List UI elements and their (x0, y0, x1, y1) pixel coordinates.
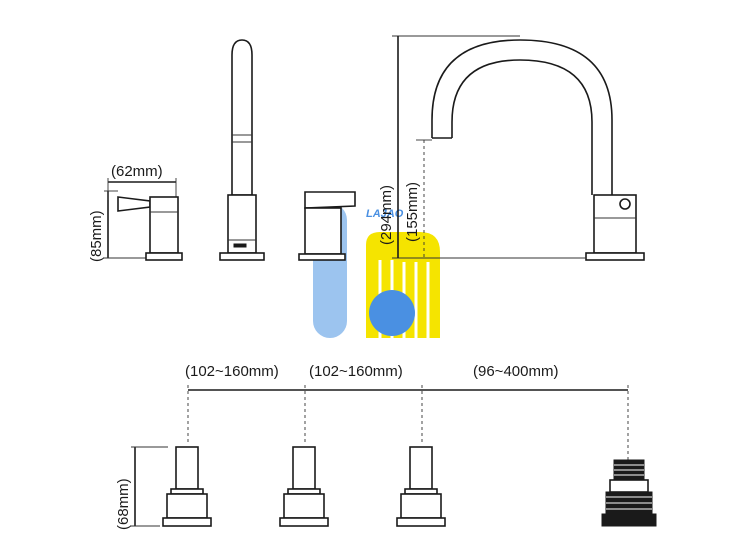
valve-body-3 (396, 446, 446, 527)
front-lever (304, 191, 356, 209)
spout-button-icon (619, 198, 631, 210)
spacing-2-label: (102~160mm) (309, 363, 403, 380)
gooseneck-spout-view: (294mm) (155mm) (378, 35, 645, 261)
valve-body-1 (162, 446, 212, 527)
watermark-blue-circle (369, 290, 415, 336)
handle-width-label: (62mm) (111, 163, 163, 180)
body-height-label: (68mm) (115, 478, 132, 530)
threaded-fitting (601, 459, 657, 527)
front-body (304, 207, 342, 255)
front-base (298, 253, 346, 261)
handle-body (149, 196, 179, 254)
body-height-dimension: (68mm) (115, 446, 168, 530)
spout-neck (231, 39, 253, 196)
spout-base (219, 252, 265, 261)
spacing-dimensions: (102~160mm) (102~160mm) (96~400mm) (185, 363, 629, 460)
spout-height-label: (294mm) (378, 185, 395, 245)
spout-side-view (219, 39, 265, 261)
watermark-text: LAJAO (366, 208, 404, 220)
handle-front-view (298, 191, 356, 261)
handle-height-label: (85mm) (88, 210, 105, 262)
handle-base (145, 252, 183, 261)
valve-body-2 (279, 446, 329, 527)
spout-aerator (233, 243, 247, 248)
spacing-3-label: (96~400mm) (473, 363, 558, 380)
handle-side-view: (62mm) (85mm) (88, 163, 183, 262)
outlet-height-label: (155mm) (404, 182, 421, 242)
spout-outer-curve (431, 39, 613, 195)
spacing-1-label: (102~160mm) (185, 363, 279, 380)
handle-lever (117, 196, 151, 212)
spout-inner-curve (451, 59, 593, 195)
spout-right-base (585, 252, 645, 261)
